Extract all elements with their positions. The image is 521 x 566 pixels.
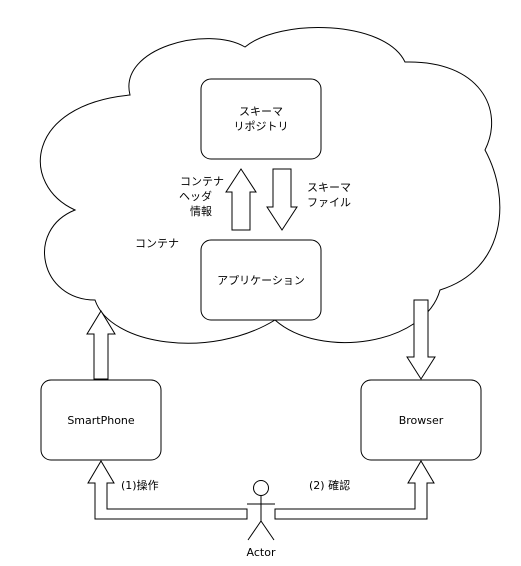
- schema-repository-box[interactable]: [200, 78, 322, 160]
- cloud-to-browser-arrow: [406, 299, 436, 380]
- browser-box[interactable]: [360, 379, 482, 461]
- container-header-arrow: [225, 168, 257, 231]
- schema-repository-label-2: リポジトリ: [234, 120, 289, 133]
- container-cloud: [40, 27, 501, 344]
- cloud-label: コンテナ: [135, 237, 179, 250]
- up-arrow-label-3: 情報: [190, 205, 212, 218]
- left-flow-label: (1)操作: [121, 478, 159, 492]
- up-arrow-label-2: ヘッダ: [179, 189, 212, 203]
- down-arrow-label-2: ファイル: [307, 196, 351, 209]
- actor-to-smartphone-arrow: [87, 460, 248, 520]
- schema-file-arrow: [266, 168, 298, 231]
- actor-to-browser-arrow: [274, 460, 435, 520]
- actor-label: Actor: [247, 546, 276, 559]
- smartphone-label: SmartPhone: [67, 414, 135, 427]
- application-label: アプリケーション: [217, 274, 305, 287]
- browser-label: Browser: [399, 414, 444, 427]
- application-box[interactable]: [200, 239, 322, 321]
- smartphone-to-cloud-arrow: [86, 310, 116, 380]
- up-arrow-label-1: コンテナ: [180, 175, 224, 188]
- right-flow-label: (2) 確認: [309, 478, 350, 492]
- schema-repository-label-1: スキーマ: [239, 105, 283, 118]
- actor-figure: [247, 480, 275, 541]
- down-arrow-label-1: スキーマ: [307, 181, 351, 194]
- smartphone-box[interactable]: [40, 379, 162, 461]
